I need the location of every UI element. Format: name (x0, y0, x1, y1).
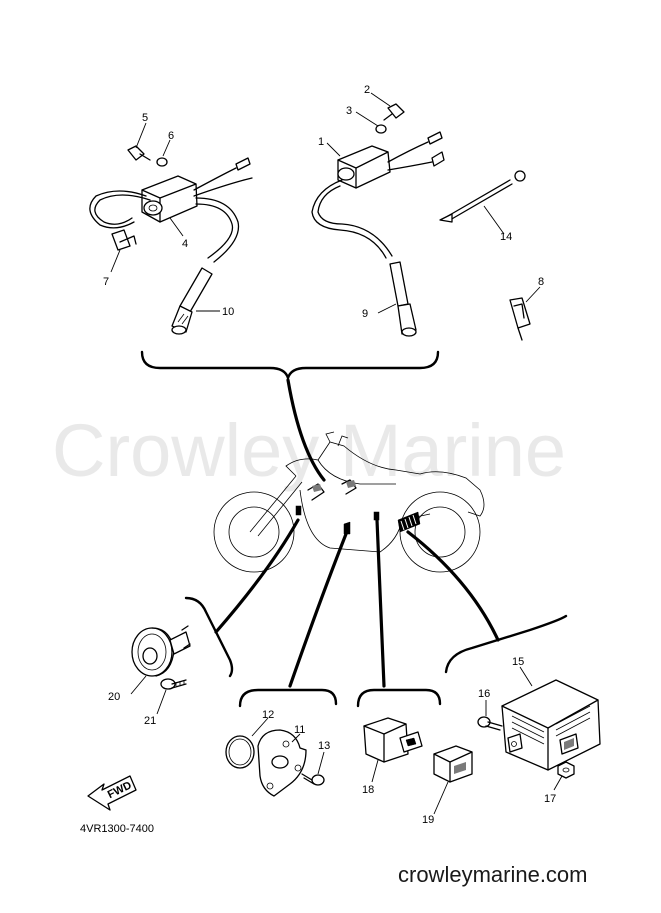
plug-cap-right[interactable] (389, 261, 417, 337)
pickup-bracket (238, 688, 338, 708)
callout-10: 10 (222, 306, 234, 318)
ignition-coil-left[interactable] (89, 157, 253, 263)
diagram-code: 4VR1300-7400 (80, 823, 154, 835)
relay-bracket (356, 688, 442, 708)
bolt-21[interactable] (160, 678, 187, 690)
horn-20[interactable] (131, 625, 191, 677)
callout-13: 13 (318, 740, 330, 752)
rectifier-bracket (444, 614, 568, 674)
callout-5: 5 (142, 112, 148, 124)
callout-3: 3 (346, 105, 352, 117)
bolt-2[interactable] (383, 103, 405, 121)
callout-14: 14 (500, 231, 512, 243)
callout-2: 2 (364, 84, 370, 96)
bolt-16[interactable] (477, 716, 503, 731)
callout-1: 1 (318, 136, 324, 148)
top-group-bracket (140, 350, 440, 380)
callout-7: 7 (103, 276, 109, 288)
screw-13[interactable] (301, 773, 325, 786)
callout-6: 6 (168, 130, 174, 142)
callout-19: 19 (422, 814, 434, 826)
relay-19[interactable] (433, 745, 473, 783)
callout-15: 15 (512, 656, 524, 668)
horn-bracket (184, 596, 234, 678)
callout-4: 4 (182, 238, 188, 250)
o-ring-12[interactable] (225, 735, 255, 769)
site-footer: crowleymarine.com (398, 862, 588, 887)
bolt-5[interactable] (127, 145, 151, 161)
callout-leaders (110, 92, 563, 815)
watermark-text: Crowley Marine (52, 409, 566, 492)
motorcycle-outline (213, 431, 485, 573)
callout-18: 18 (362, 784, 374, 796)
ignition-coil-right[interactable] (311, 131, 445, 259)
lead-wire-14[interactable] (439, 170, 526, 223)
callout-17: 17 (544, 793, 556, 805)
leader-top (286, 378, 326, 482)
pickup-coil-11[interactable] (257, 729, 307, 797)
callout-8: 8 (538, 276, 544, 288)
clamp-7[interactable] (111, 229, 137, 251)
rectifier-regulator-15[interactable] (501, 679, 601, 771)
callout-9: 9 (362, 308, 368, 320)
nut-17[interactable] (557, 761, 575, 779)
fwd-arrow: FWD (87, 775, 137, 811)
callout-11: 11 (294, 724, 305, 736)
callout-21: 21 (144, 715, 156, 727)
relay-18[interactable] (363, 717, 423, 763)
plug-cap-left[interactable] (171, 267, 213, 335)
leader-horn (214, 518, 300, 634)
callout-20: 20 (108, 691, 120, 703)
leader-relay (375, 518, 386, 688)
washer-6[interactable] (156, 157, 168, 167)
washer-3[interactable] (375, 124, 387, 134)
callout-12: 12 (262, 709, 274, 721)
callout-16: 16 (478, 688, 490, 700)
clip-8[interactable] (509, 297, 531, 341)
leader-pickup (288, 532, 348, 688)
leader-rectifier (406, 530, 500, 642)
